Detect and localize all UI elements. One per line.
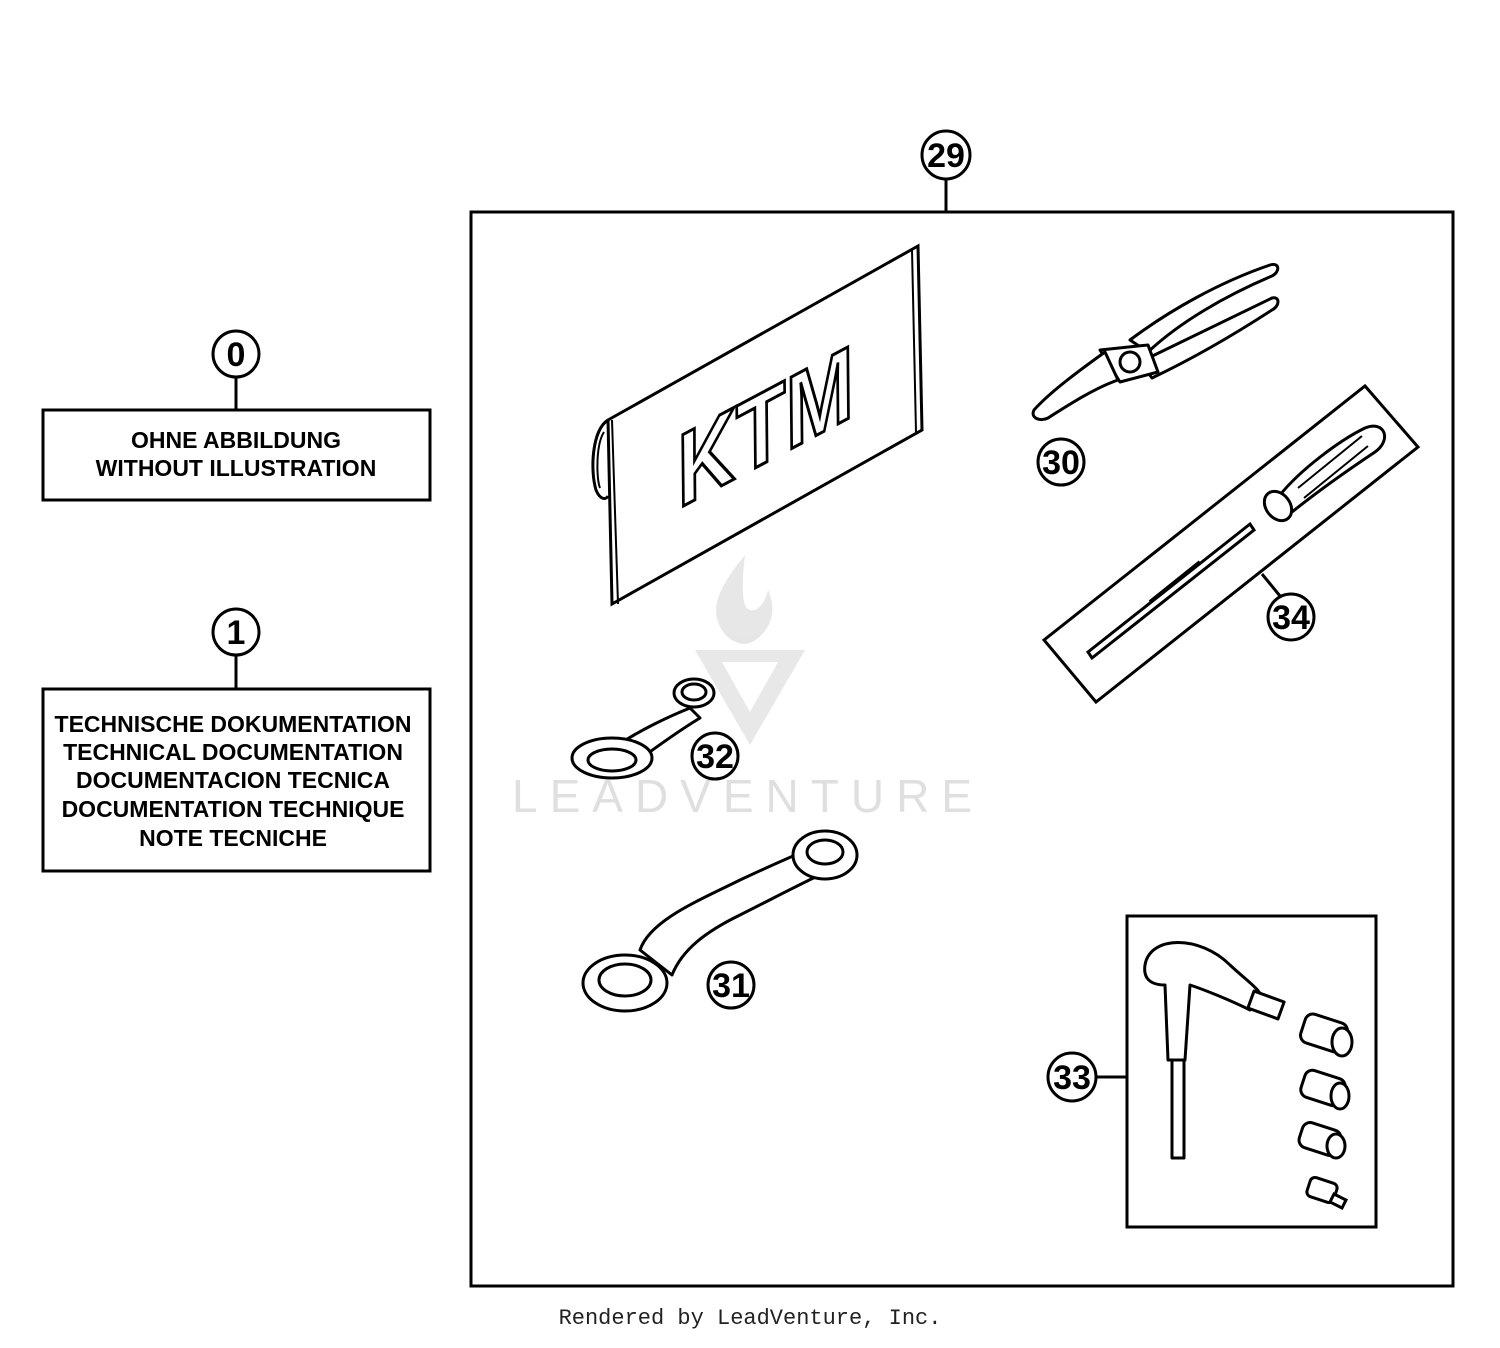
label-box-0: OHNE ABBILDUNG WITHOUT ILLUSTRATION (41, 408, 432, 502)
tool-bag[interactable]: KTM (591, 243, 924, 607)
svg-text:29: 29 (927, 137, 965, 175)
footer-credit: Rendered by LeadVenture, Inc. (558, 1306, 942, 1331)
label-box-1-line-2: TECHNICAL DOCUMENTATION (63, 739, 403, 765)
ring-wrench[interactable] (581, 829, 859, 1013)
svg-text:33: 33 (1053, 1059, 1091, 1097)
label-box-1: TECHNISCHE DOKUMENTATION TECHNICAL DOCUM… (41, 687, 432, 873)
svg-text:30: 30 (1042, 444, 1080, 482)
callout-33[interactable]: 33 (1046, 1051, 1098, 1103)
tool-kit-frame (469, 210, 1455, 1288)
leader-line-34 (1260, 573, 1282, 597)
small-wrench[interactable] (570, 677, 716, 780)
callout-31[interactable]: 31 (706, 960, 756, 1010)
label-box-1-line-4: DOCUMENTATION TECHNIQUE (62, 796, 405, 822)
label-box-0-line-1: OHNE ABBILDUNG (131, 427, 341, 453)
watermark-flame-icon (716, 555, 773, 644)
pliers[interactable] (1031, 262, 1280, 422)
svg-text:0: 0 (227, 336, 246, 374)
callout-1[interactable]: 1 (211, 607, 261, 657)
callout-34[interactable]: 34 (1266, 592, 1316, 642)
callout-29[interactable]: 29 (920, 129, 972, 181)
bit-sockets[interactable] (1297, 1012, 1354, 1211)
svg-text:1: 1 (227, 614, 246, 652)
watermark-text: LEADVENTURE (512, 770, 984, 822)
label-box-0-line-2: WITHOUT ILLUSTRATION (96, 455, 377, 481)
svg-text:31: 31 (712, 967, 750, 1005)
svg-text:32: 32 (696, 738, 734, 776)
t-handle-driver[interactable] (1143, 941, 1286, 1160)
watermark-v-icon (695, 650, 805, 745)
label-box-1-line-3: DOCUMENTACION TECNICA (76, 767, 390, 793)
screwdriver-kit[interactable] (1041, 383, 1421, 705)
label-box-1-line-5: NOTE TECNICHE (139, 825, 327, 851)
svg-text:34: 34 (1272, 599, 1310, 637)
callout-0[interactable]: 0 (211, 329, 261, 379)
bit-set-frame (1125, 914, 1378, 1229)
label-box-1-line-1: TECHNISCHE DOKUMENTATION (55, 711, 412, 737)
callout-30[interactable]: 30 (1036, 437, 1086, 487)
callout-32[interactable]: 32 (690, 731, 740, 781)
watermark: LEADVENTURE (512, 555, 984, 822)
